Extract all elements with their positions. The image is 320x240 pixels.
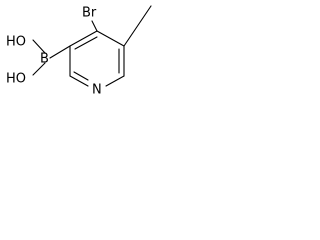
- nitrogen-label: N: [92, 83, 102, 98]
- bond-c5-methyl: [123, 5, 152, 47]
- bond-c3-b: [49, 45, 71, 59]
- boron-label: B: [40, 52, 49, 67]
- bond-c3-c4-inner: [74, 36, 98, 50]
- pyridine-ring: [69, 30, 125, 87]
- bond-n-c2: [69, 75, 89, 87]
- bond-c3-c4: [69, 30, 98, 47]
- hydroxyl-top-label: HO: [6, 35, 26, 50]
- bond-c4-br: [91, 20, 98, 32]
- bond-c4-c5: [96, 30, 125, 47]
- bond-b-oh-bottom: [32, 62, 46, 76]
- bond-n-c2-inner: [73, 71, 89, 81]
- molecule-structure: Br B HO HO N: [6, 5, 152, 98]
- bond-b-oh-top: [32, 39, 46, 54]
- hydroxyl-bottom-label: HO: [6, 72, 26, 87]
- bond-c6-n: [105, 75, 125, 87]
- bromine-label: Br: [82, 6, 97, 21]
